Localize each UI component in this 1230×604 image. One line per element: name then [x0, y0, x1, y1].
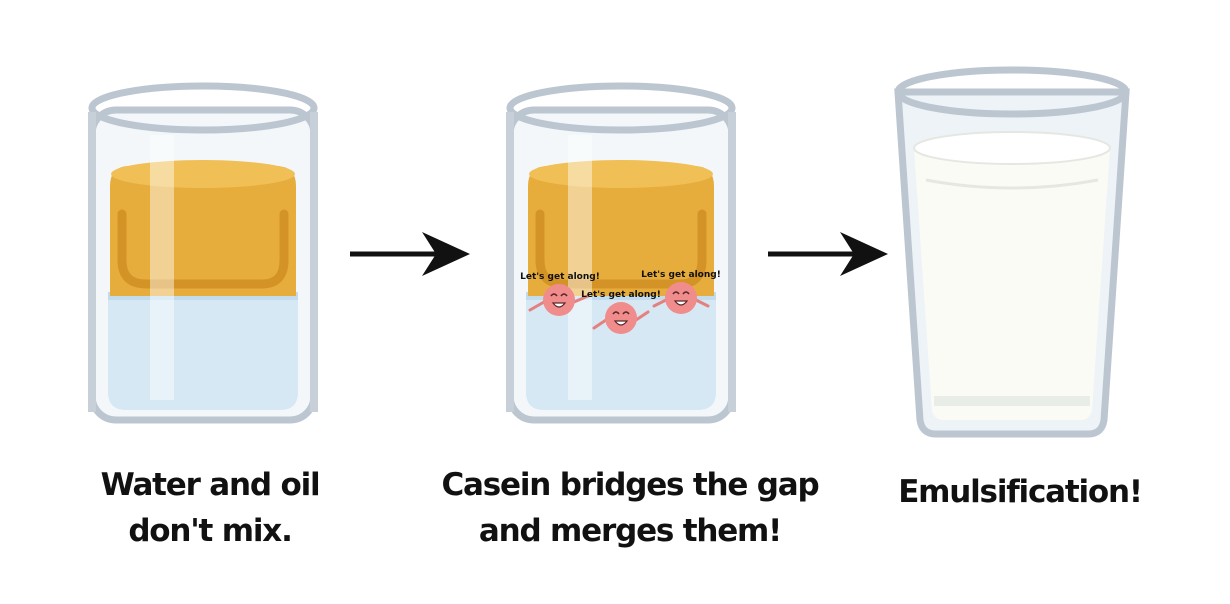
caption-emulsification-text: Emulsification! [898, 474, 1143, 510]
caption-water-oil-text: Water and oil don't mix. [100, 467, 321, 549]
casein-speech-3: Let's get along! [641, 270, 721, 280]
arrow-right-icon [768, 232, 888, 276]
glass-1-front [88, 82, 318, 412]
oil-layer-2 [528, 160, 714, 296]
casein-character-3 [652, 282, 710, 314]
water-layer-1 [108, 292, 298, 410]
glass-water-oil [88, 82, 318, 424]
casein-speech-1: Let's get along! [520, 272, 600, 282]
oil-layer-1 [110, 160, 296, 296]
caption-emulsification: Emulsification! [870, 469, 1170, 515]
glass-2-front [506, 82, 736, 412]
casein-speech-2: Let's get along! [581, 290, 661, 300]
glass-casein: Let's get along! Let's get along! Let's … [506, 82, 736, 424]
casein-character-2 [592, 302, 650, 334]
milk-fill [913, 131, 1111, 420]
glass-milk [894, 66, 1130, 438]
arrow-right-icon [350, 232, 470, 276]
casein-character-1 [528, 284, 590, 316]
caption-casein-text: Casein bridges the gap and merges them! [441, 467, 820, 549]
caption-water-oil: Water and oil don't mix. [60, 462, 360, 554]
caption-casein: Casein bridges the gap and merges them! [420, 462, 840, 554]
